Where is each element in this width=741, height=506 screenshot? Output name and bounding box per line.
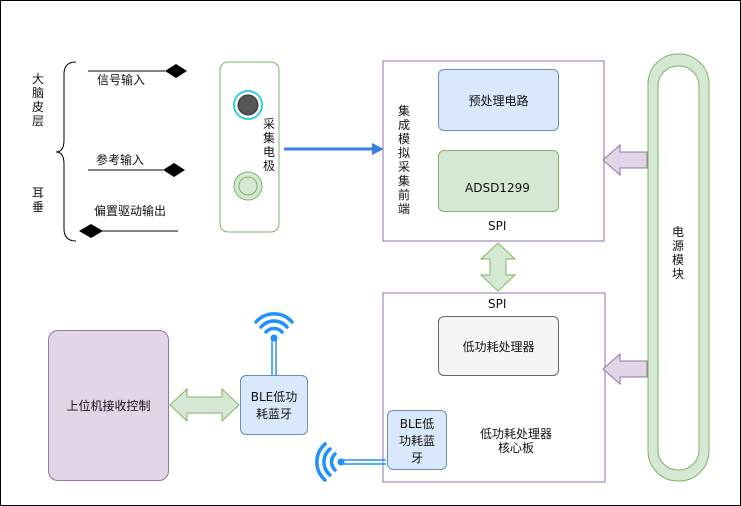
earlobe-brace	[63, 164, 77, 242]
wifi-arc-top-2	[259, 319, 289, 329]
bias-drive-diamond	[79, 224, 103, 238]
electrode-signal	[237, 94, 259, 116]
cortex-brace	[55, 61, 77, 165]
electrode-signal-ring	[233, 90, 263, 120]
signal-input-diamond	[165, 64, 187, 78]
processor-box: 低功耗处理器	[438, 316, 559, 376]
power-to-frontend-arrow	[602, 143, 648, 177]
host-ble-box: BLE低功耗蓝牙	[240, 375, 308, 435]
board-ble-box: BLE低功耗蓝牙	[387, 410, 447, 470]
adc-label: ADSD1299	[465, 181, 530, 195]
wifi-arc-bottom-1	[329, 452, 337, 472]
board-label: 低功耗处理器核心板	[480, 427, 553, 456]
spi-double-arrow	[479, 242, 517, 292]
preprocess-circuit-box: 预处理电路	[438, 69, 559, 131]
electrode-to-frontend-arrowhead	[372, 143, 384, 155]
wifi-arc-bottom-2	[322, 447, 332, 477]
wifi-arc-bottom-3	[315, 442, 327, 482]
wifi-arc-top-1	[264, 326, 284, 334]
wifi-dot-top	[270, 334, 278, 342]
electrode-label: 采集电极	[262, 117, 275, 173]
wifi-arc-top-3	[254, 312, 294, 324]
electrode-reference-inner	[238, 176, 258, 196]
wifi-dot-bottom	[337, 458, 345, 466]
frontend-title: 集成模拟采集前端	[397, 104, 410, 216]
bias-drive-output-label: 偏置驱动输出	[94, 204, 167, 218]
cortex-label: 大脑皮层	[31, 72, 44, 128]
power-to-processor-arrow	[602, 352, 648, 386]
earlobe-label: 耳垂	[31, 186, 44, 214]
frontend-spi-label: SPI	[488, 219, 507, 233]
power-module-inner	[657, 65, 700, 471]
power-module-label: 电源模块	[671, 225, 684, 281]
reference-input-label: 参考输入	[96, 153, 145, 167]
adc-box: ADSD1299	[438, 150, 559, 212]
host-control-box: 上位机接收控制	[48, 330, 169, 481]
signal-input-label: 信号输入	[97, 73, 146, 87]
board-spi-label: SPI	[488, 297, 507, 311]
host-ble-double-arrow	[169, 387, 240, 423]
reference-input-diamond	[163, 163, 185, 177]
